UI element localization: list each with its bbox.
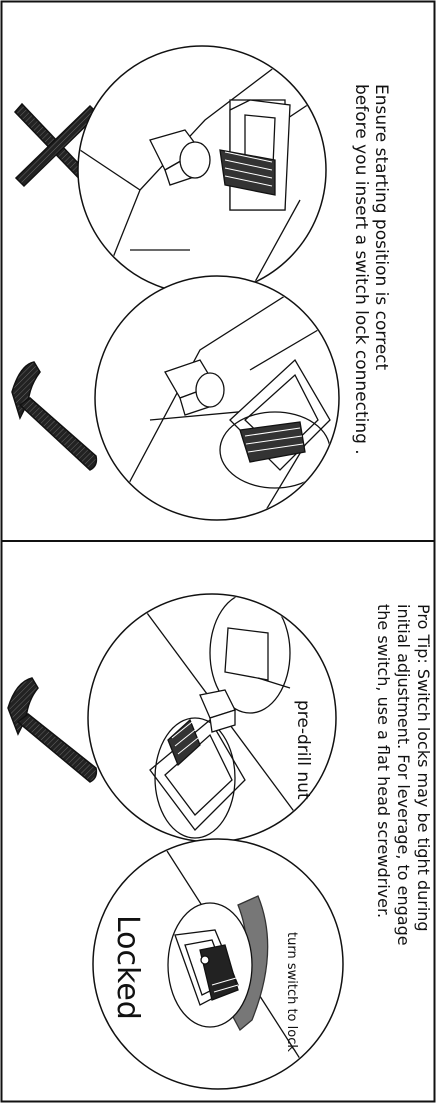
lock-detail-correct: [95, 276, 339, 520]
caption-line-1: Ensure starting position is correct: [371, 84, 391, 370]
tip-line-3: the switch, use a flat head screwdriver.: [374, 604, 393, 918]
lock-detail-wrong: [78, 46, 330, 300]
caption-line-2: before you insert a switch lock connecti…: [351, 84, 371, 455]
check-mark-icon: [12, 362, 96, 470]
bottom-panel: Pro Tip: Switch locks may be tight durin…: [8, 590, 433, 1090]
tip-line-2: initial adjustment. For leverage, to eng…: [394, 604, 413, 946]
tip-line-1: Pro Tip: Switch locks may be tight durin…: [414, 604, 433, 932]
check-mark-icon: [8, 678, 96, 782]
predrill-detail: pre-drill nut: [88, 590, 336, 860]
top-panel: Ensure starting position is correct befo…: [12, 46, 391, 520]
label-predrill-nut: pre-drill nut: [293, 700, 313, 800]
label-turn-switch: turn switch to lock: [284, 932, 299, 1052]
label-locked: Locked: [110, 915, 145, 1020]
locked-detail: turn switch to lock Locked: [93, 839, 343, 1090]
